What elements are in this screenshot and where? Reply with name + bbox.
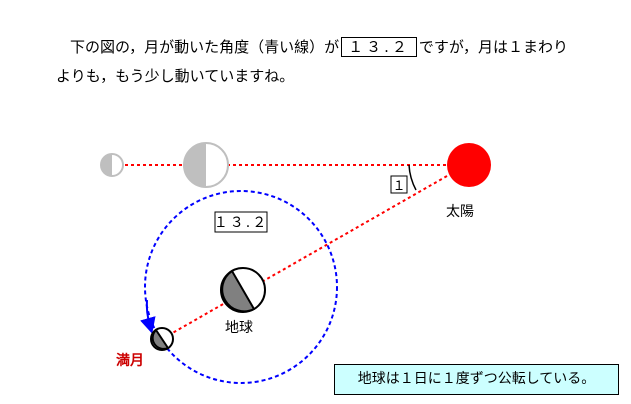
angle-box-label: １ [392, 179, 405, 194]
note-box: 地球は１日に１度ずつ公転している。 [334, 364, 619, 395]
earth [220, 267, 266, 313]
moon-orbit [144, 190, 338, 384]
previous-earth [183, 142, 229, 188]
sun-moon-sightline [161, 175, 448, 340]
intro-line-2: よりも，もう少し動いていますね。 [56, 67, 295, 85]
motion-arrow [140, 299, 156, 334]
orbit-angle-box [214, 211, 268, 233]
angle-arc [408, 164, 417, 191]
moon-label: 満月 [116, 352, 144, 369]
earth-label: 地球 [225, 320, 253, 336]
sun [447, 143, 491, 187]
sun-label: 太陽 [446, 204, 474, 220]
orbit-angle-box-label: １３.２ [214, 215, 268, 231]
intro-text-b: ですが，月は１まわり [418, 38, 568, 56]
angle-box [390, 175, 408, 194]
intro-text-a: 下の図の，月が動いた角度（青い線）が [70, 38, 340, 56]
intro-boxed-value: １３.２ [341, 37, 417, 57]
previous-moon [100, 153, 124, 177]
full-moon [150, 327, 174, 351]
